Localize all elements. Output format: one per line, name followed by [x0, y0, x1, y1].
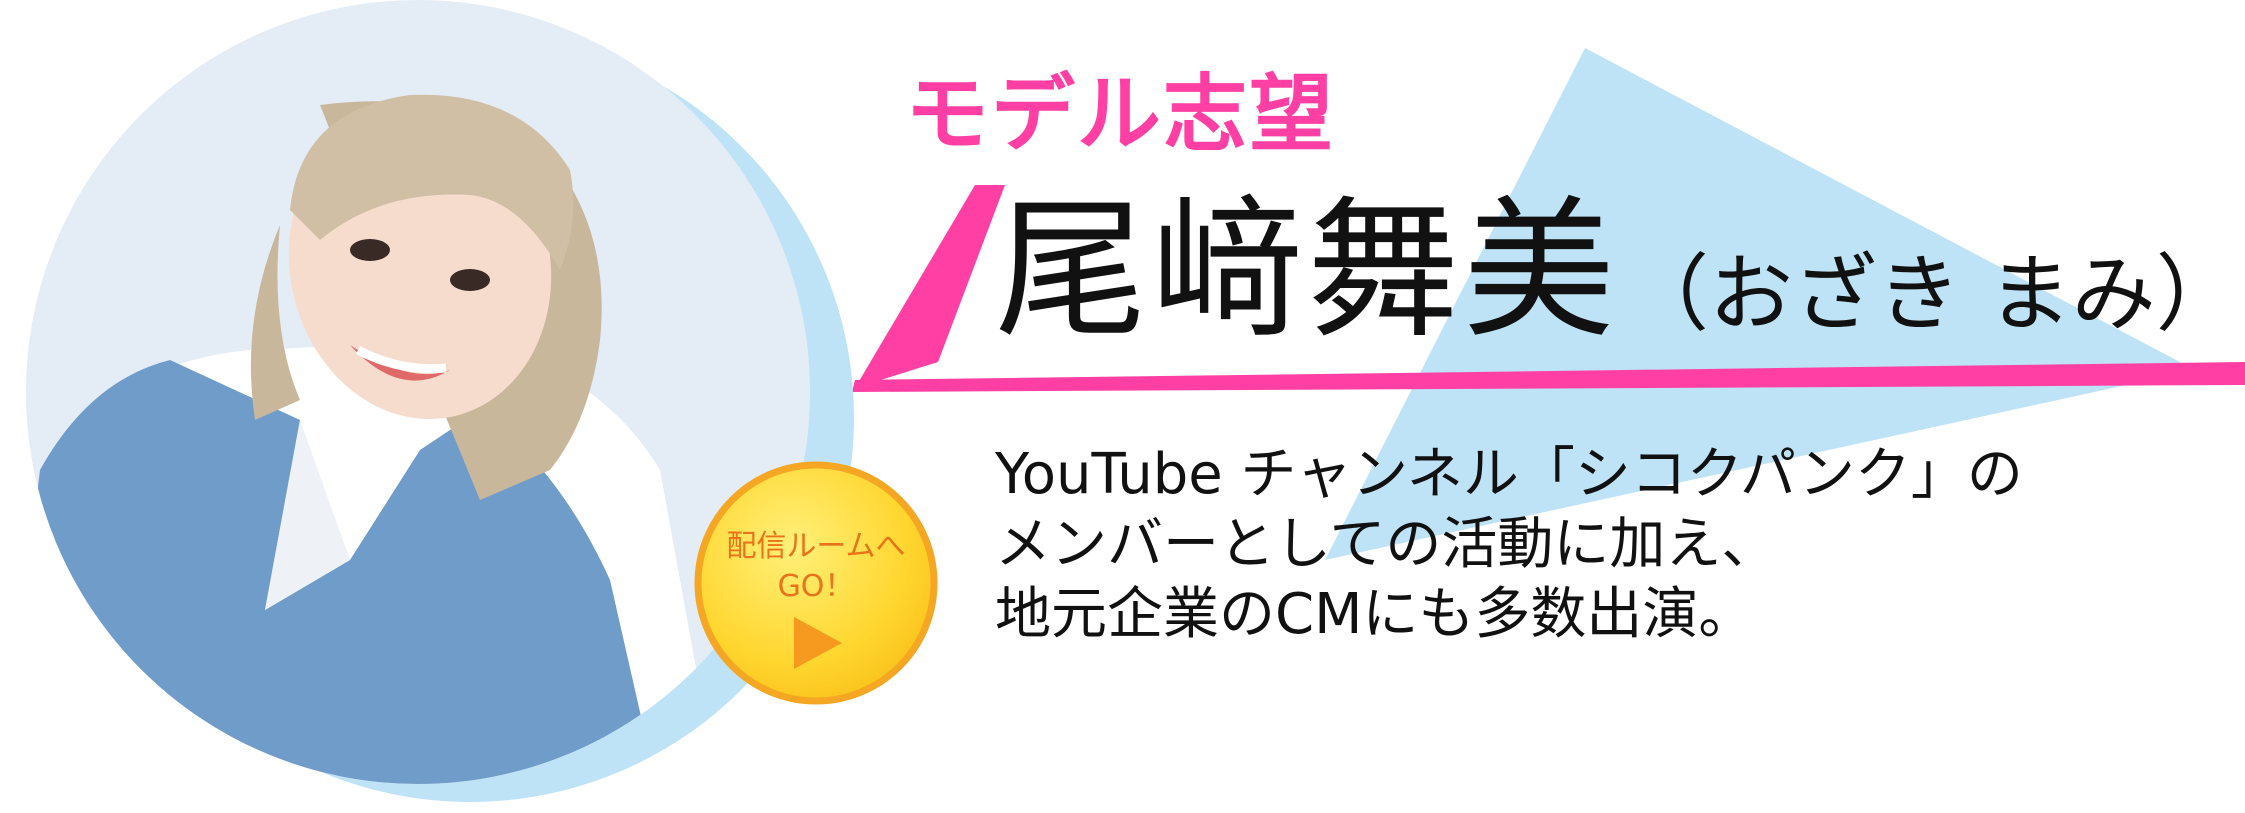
- description-line: メンバーとしての活動に加え、: [995, 512, 1778, 577]
- person-name: 尾﨑舞美: [995, 182, 1619, 359]
- blue-triangle-shape: [1325, 48, 2195, 560]
- pink-underline-shape: [852, 362, 2245, 392]
- go-button-label: 配信ルームへ: [726, 529, 906, 564]
- go-button-label-go: GO！: [777, 569, 855, 604]
- profile-photo: [26, 0, 810, 784]
- play-icon: [794, 617, 842, 669]
- description-line: YouTube チャンネル「シコクパンク」の: [995, 442, 2023, 507]
- go-to-stream-room-button[interactable]: 配信ルームへ GO！: [695, 462, 937, 704]
- category-label: モデル志望: [905, 65, 1336, 163]
- description-line: 地元企業のCMにも多数出演。: [995, 582, 1755, 647]
- name-heading: 尾﨑舞美（おざき まみ）: [995, 195, 2240, 347]
- pink-slash-shape: [855, 185, 1005, 388]
- name-reading: （おざき まみ）: [1625, 245, 2240, 343]
- go-button-circle: [694, 461, 938, 705]
- profile-description: YouTube チャンネル「シコクパンク」の メンバーとしての活動に加え、 地元…: [995, 440, 2023, 650]
